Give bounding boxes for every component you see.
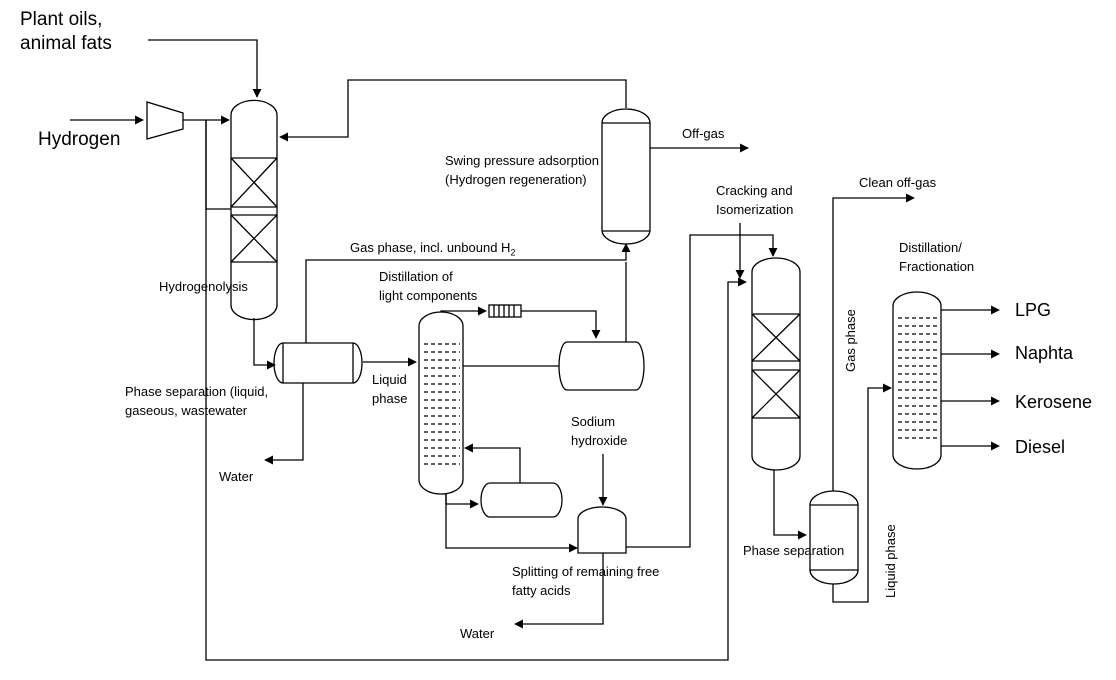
swing-pressure-label-line-2: (Hydrogen regeneration) [445,172,587,187]
cracking-label: Cracking and Isomerization [716,181,793,219]
splitting-label-line-1: Splitting of remaining free [512,564,660,579]
gas-phase-label-text: Gas phase, incl. unbound H [350,240,511,255]
plant-oils-label: Plant oils, animal fats [20,8,112,56]
phase-separator-vertical [809,490,859,585]
gas-phase-label-subscript: 2 [510,247,516,258]
product-lpg-label: LPG [1015,300,1052,320]
water-2-label: Water [460,626,495,641]
distillation-fractionation-label-line-1: Distillation/ [899,240,962,255]
hydrogen-label: Hydrogen [38,129,121,150]
cracking-isomerization-reactor [751,257,801,471]
phase-separation-1-label-line-2: gaseous, wastewater [125,403,248,418]
phase-separation-1-label: Phase separation (liquid, gaseous, waste… [125,382,268,420]
plant-oils-feed-line [148,39,262,98]
swing-pressure-label: Swing pressure adsorption (Hydrogen rege… [445,151,599,189]
cracking-label-line-2: Isomerization [716,202,794,217]
product-diesel-label: Diesel [1015,437,1066,457]
light-components-distillation-column [418,311,464,495]
reboiler-return-line [464,443,521,483]
separator-liquid-line [832,383,892,603]
condenser-exchanger [488,304,522,318]
fractionation-column [892,291,942,470]
splitting-label: Splitting of remaining free fatty acids [512,562,659,600]
phase-separation-2-label: Phase separation [743,543,845,558]
clean-off-gas-label: Clean off-gas [859,175,937,190]
swing-pressure-label-line-1: Swing pressure adsorption [445,153,599,168]
condenser-to-drum-line [521,310,601,339]
phase-separator-horizontal [273,342,363,384]
gas-phase-label: Gas phase, incl. unbound H2 [350,238,515,263]
reflux-drum [558,341,645,391]
distillation-light-label-line-2: light components [379,288,478,303]
sodium-hydroxide-label-line-1: Sodium [571,414,616,429]
liquid-phase-vertical-label: Liquid phase [883,524,898,598]
distillation-fractionation-label: Distillation/ Fractionation [899,238,974,276]
liquid-phase-label-line-2: phase [372,391,408,406]
product-kerosene-label: Kerosene [1015,392,1093,412]
hydrogenolysis-label: Hydrogenolysis [159,279,248,294]
distillation-fractionation-label-line-2: Fractionation [899,259,975,274]
reactor-to-separator-line [253,318,276,370]
hydrogen-recycle-line [279,79,627,142]
splitting-vessel [577,506,627,554]
split-to-cracking-line [626,234,778,548]
off-gas-label: Off-gas [682,126,725,141]
water-line-2 [514,553,604,629]
distillation-light-label-line-1: Distillation of [379,269,453,284]
swing-pressure-adsorption-vessel [601,108,651,245]
plant-oils-label-line-2: animal fats [20,33,112,54]
hydrogen-bypass-line [205,120,231,210]
column-bottoms-line [445,494,578,553]
hydrogen-return-main-line [205,120,747,661]
gas-phase-line [305,243,631,343]
clean-off-gas-line [832,193,915,491]
liquid-phase-label: Liquid phase [372,370,407,408]
plant-oils-label-line-1: Plant oils, [20,9,103,30]
sodium-hydroxide-label-line-2: hydroxide [571,433,628,448]
reboiler [480,482,563,518]
liquid-phase-label-line-1: Liquid [372,372,407,387]
phase-separation-1-label-line-1: Phase separation (liquid, [125,384,269,399]
gas-phase-vertical-label: Gas phase [843,309,858,372]
hydrogen-compressor [146,101,184,140]
cracking-label-line-1: Cracking and [716,183,793,198]
product-naphta-label: Naphta [1015,343,1074,363]
column-to-reboiler-line [445,494,479,509]
cracking-to-separator-line [773,470,807,540]
hydrogenolysis-reactor [230,99,278,321]
column-overhead-line [440,306,487,316]
distillation-light-label: Distillation of light components [379,267,477,305]
sodium-hydroxide-label: Sodium hydroxide [571,412,627,450]
water-line-1 [264,383,304,465]
splitting-label-line-2: fatty acids [512,583,571,598]
water-1-label: Water [219,469,254,484]
